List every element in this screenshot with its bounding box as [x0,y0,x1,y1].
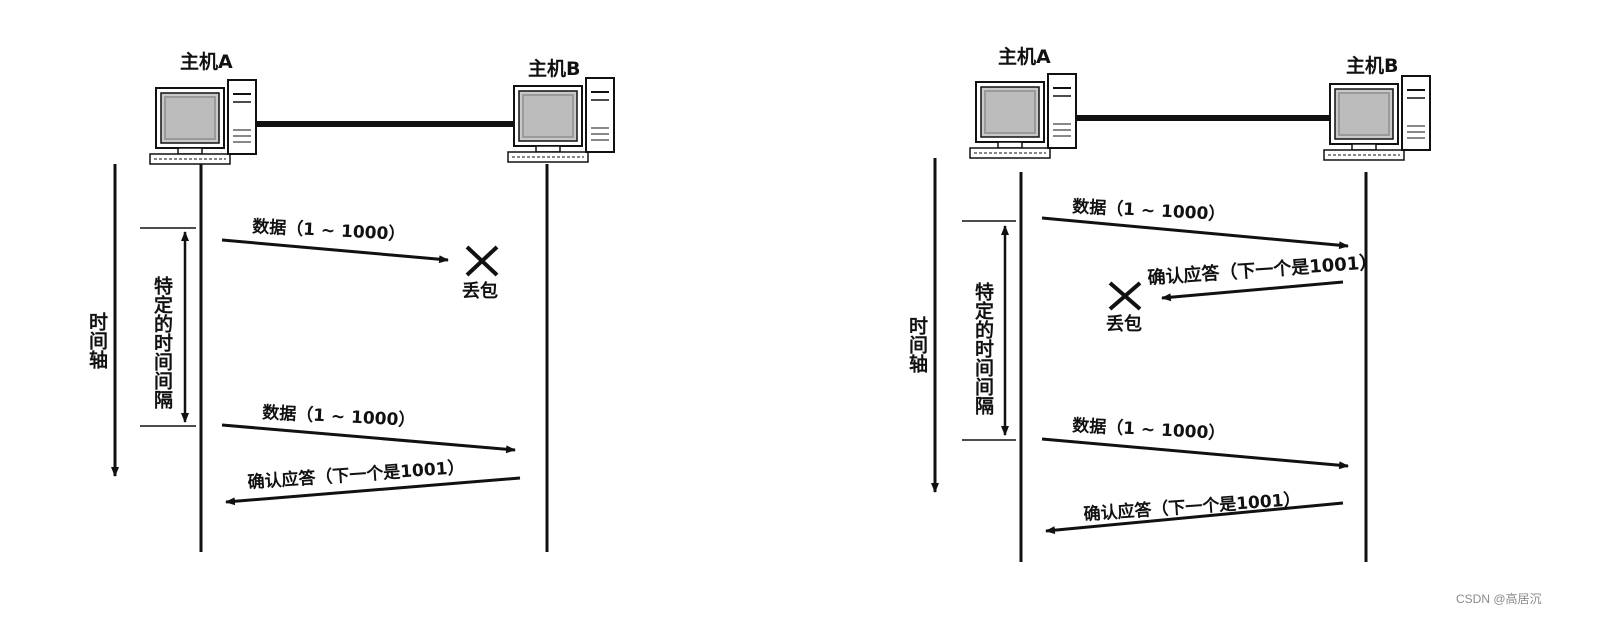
host-a-label: 主机A [998,46,1051,68]
diagram-data-lost: 主机A 主机B 时间轴 特定的时间间隔 数据（1 ~ 1000） 丢包 数据（1… [86,51,614,552]
data-segment-arrow [222,240,448,260]
time-axis-label: 时间轴 [906,316,928,373]
data-segment-label: 数据（1 ~ 1000） [252,216,406,245]
packet-lost-label: 丢包 [1106,313,1142,335]
host-a-label: 主机A [180,51,233,73]
host-b-label: 主机B [1346,55,1398,77]
diagram-ack-lost: 主机A 主机B 时间轴 特定的时间间隔 数据（1 ~ 1000） 确认应答（下一… [906,46,1430,562]
retransmit-segment-arrow [222,425,515,450]
ack-label: 确认应答（下一个是1001） [1083,489,1301,525]
watermark: CSDN @高居沉 [1456,591,1542,606]
host-a-computer-icon [150,80,256,164]
ack-label: 确认应答（下一个是1001） [1147,251,1378,289]
interval-label: 特定的时间间隔 [151,276,173,410]
host-b-computer-icon [1324,76,1430,160]
packet-lost-x-icon [467,247,497,275]
data-segment-label: 数据（1 ~ 1000） [1072,196,1226,225]
host-b-label: 主机B [528,58,580,80]
retransmit-segment-label: 数据（1 ~ 1000） [262,402,416,431]
packet-lost-label: 丢包 [462,280,498,302]
host-b-computer-icon [508,78,614,162]
retransmit-segment-label: 数据（1 ~ 1000） [1072,415,1226,444]
ack-label: 确认应答（下一个是1001） [247,457,465,493]
packet-lost-x-icon [1110,283,1140,309]
retransmit-segment-arrow [1042,439,1348,466]
time-axis-label: 时间轴 [86,312,108,369]
host-a-computer-icon [970,74,1076,158]
interval-label: 特定的时间间隔 [972,282,994,416]
